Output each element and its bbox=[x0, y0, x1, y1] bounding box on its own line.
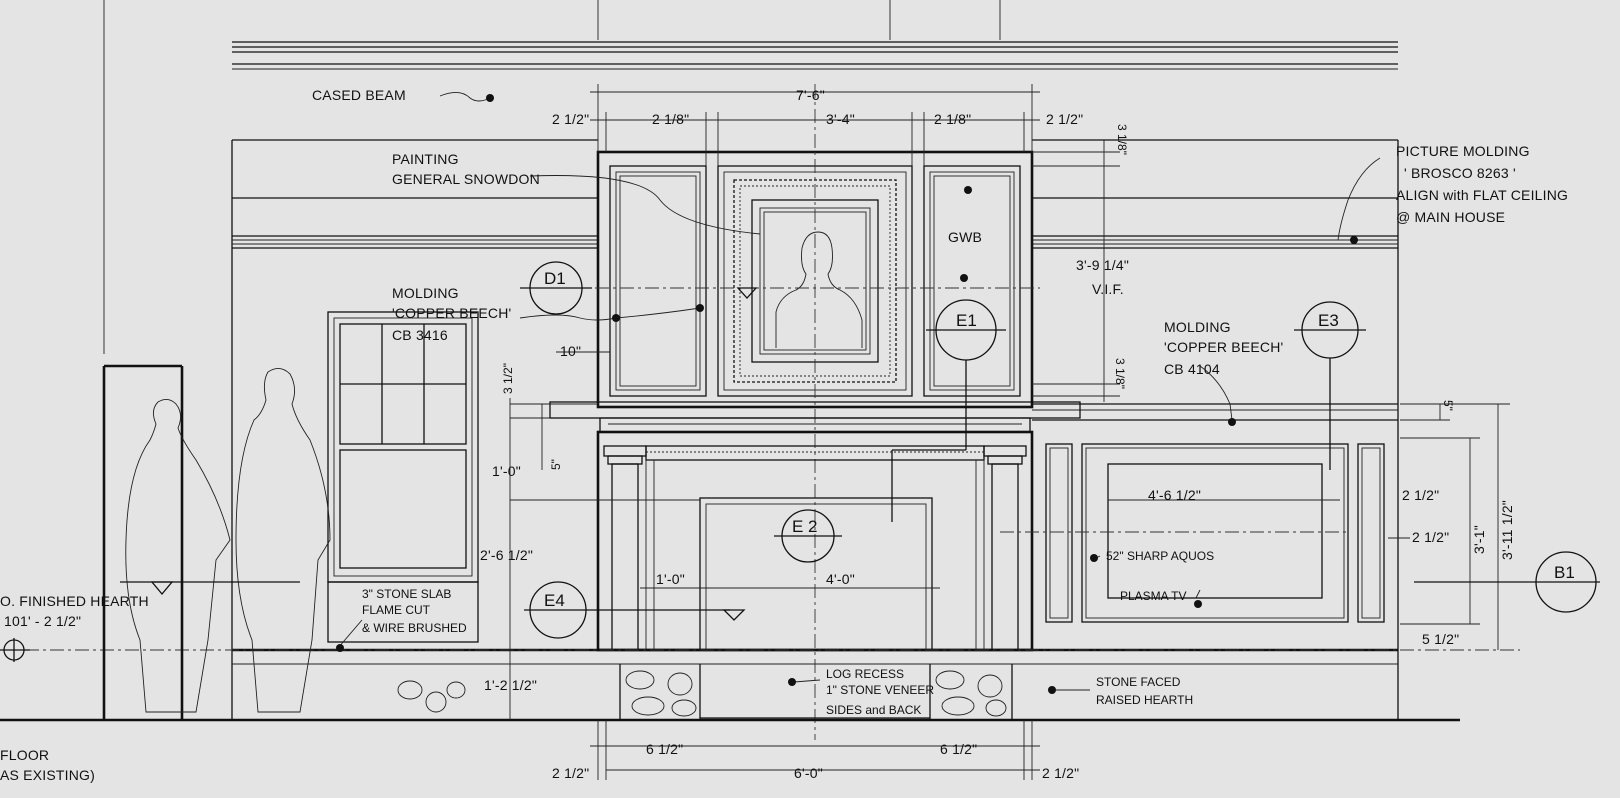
tag-circles bbox=[0, 261, 1600, 662]
dim-left-c: 5" bbox=[549, 459, 563, 470]
label-molding-left-name: 'COPPER BEECH' bbox=[392, 305, 511, 321]
dimension-lines bbox=[509, 84, 1510, 780]
label-molding-right: MOLDING bbox=[1164, 319, 1231, 335]
dim-right-f: 5 1/2" bbox=[1422, 631, 1459, 647]
tag-e2: E 2 bbox=[792, 517, 818, 536]
dim-top-b: 2 1/8" bbox=[652, 111, 689, 127]
cased-beam bbox=[232, 41, 1398, 70]
leader-dots bbox=[336, 94, 1358, 694]
label-stone-faced: STONE FACED bbox=[1096, 675, 1181, 689]
door-left bbox=[102, 364, 184, 720]
label-log-recess: LOG RECESS bbox=[826, 667, 904, 681]
wall-outline bbox=[231, 139, 1399, 720]
dim-inner-a: 1'-0" bbox=[656, 571, 685, 587]
dim-v-panel: 3'-9 1/4" bbox=[1076, 257, 1129, 273]
label-tv-type: PLASMA TV bbox=[1120, 589, 1186, 603]
dim-v-top: 3 1/8" bbox=[1115, 124, 1129, 155]
dim-right-b: 2 1/2" bbox=[1412, 529, 1449, 545]
label-cased-beam: CASED BEAM bbox=[312, 87, 406, 103]
label-floor-existing: AS EXISTING) bbox=[0, 767, 95, 783]
label-painting: PAINTING bbox=[392, 151, 459, 167]
tag-e1: E1 bbox=[956, 311, 977, 330]
label-picture-molding-align: ALIGN with FLAT CEILING bbox=[1396, 187, 1568, 203]
dim-bottom-c: 2 1/2" bbox=[552, 765, 589, 781]
dim-left-a: 3 1/2" bbox=[501, 363, 515, 394]
human-figures bbox=[125, 368, 331, 713]
label-wire-brushed: & WIRE BRUSHED bbox=[362, 621, 467, 635]
dim-top-a: 2 1/2" bbox=[552, 111, 589, 127]
dim-top-d: 2 1/8" bbox=[934, 111, 971, 127]
label-molding-left: MOLDING bbox=[392, 285, 459, 301]
leader-lines bbox=[337, 92, 1381, 691]
dim-right-d: 3'-1" bbox=[1471, 525, 1487, 554]
dim-bottom-d: 6'-0" bbox=[794, 765, 823, 781]
dim-bottom-a: 6 1/2" bbox=[646, 741, 683, 757]
wainscot-tv-panel bbox=[1000, 443, 1385, 623]
label-picture-molding-house: @ MAIN HOUSE bbox=[1396, 209, 1505, 225]
label-floor: FLOOR bbox=[0, 747, 49, 763]
dim-bottom-e: 2 1/2" bbox=[1042, 765, 1079, 781]
window bbox=[327, 311, 479, 643]
label-gwb: GWB bbox=[948, 229, 982, 245]
dim-right-c: 5" bbox=[1441, 400, 1455, 411]
label-hearth-elevation: 101' - 2 1/2" bbox=[4, 613, 81, 629]
tag-e3: E3 bbox=[1318, 311, 1339, 330]
label-painting-name: GENERAL SNOWDON bbox=[392, 171, 540, 187]
dim-inner-b: 4'-0" bbox=[826, 571, 855, 587]
dim-v-mantel: 3 1/8" bbox=[1113, 358, 1127, 389]
dim-right-e: 3'-11 1/2" bbox=[1499, 500, 1515, 560]
label-finished-hearth: O. FINISHED HEARTH bbox=[0, 593, 149, 609]
dim-top-c: 3'-4" bbox=[826, 111, 855, 127]
label-stone-veneer: 1" STONE VENEER bbox=[826, 683, 934, 697]
label-vif: V.I.F. bbox=[1092, 281, 1124, 297]
dim-tv-width: 4'-6 1/2" bbox=[1148, 487, 1201, 503]
dim-ten-inch: 10" bbox=[560, 343, 581, 359]
label-molding-right-name: 'COPPER BEECH' bbox=[1164, 339, 1283, 355]
dim-left-b: 1'-0" bbox=[492, 463, 521, 479]
label-picture-molding-code: ' BROSCO 8263 ' bbox=[1404, 165, 1516, 181]
dim-top-e: 2 1/2" bbox=[1046, 111, 1083, 127]
label-tv: 52" SHARP AQUOS bbox=[1106, 549, 1214, 563]
tag-b1: B1 bbox=[1554, 563, 1575, 582]
label-stone-slab: 3" STONE SLAB bbox=[362, 587, 451, 601]
tag-e4: E4 bbox=[544, 591, 565, 610]
dim-left-e: 1'-2 1/2" bbox=[484, 677, 537, 693]
dim-overall-top: 7'-6" bbox=[796, 87, 825, 103]
label-raised-hearth: RAISED HEARTH bbox=[1096, 693, 1193, 707]
dim-right-a: 2 1/2" bbox=[1402, 487, 1439, 503]
label-picture-molding: PICTURE MOLDING bbox=[1396, 143, 1530, 159]
chair-rail-right bbox=[1032, 403, 1398, 421]
label-sides-back: SIDES and BACK bbox=[826, 703, 921, 717]
dim-left-d: 2'-6 1/2" bbox=[480, 547, 533, 563]
dim-bottom-b: 6 1/2" bbox=[940, 741, 977, 757]
picture-molding bbox=[232, 235, 1398, 249]
label-molding-right-code: CB 4104 bbox=[1164, 361, 1220, 377]
label-molding-left-code: CB 3416 bbox=[392, 327, 448, 343]
tag-d1: D1 bbox=[544, 269, 566, 288]
label-flame-cut: FLAME CUT bbox=[362, 603, 431, 617]
